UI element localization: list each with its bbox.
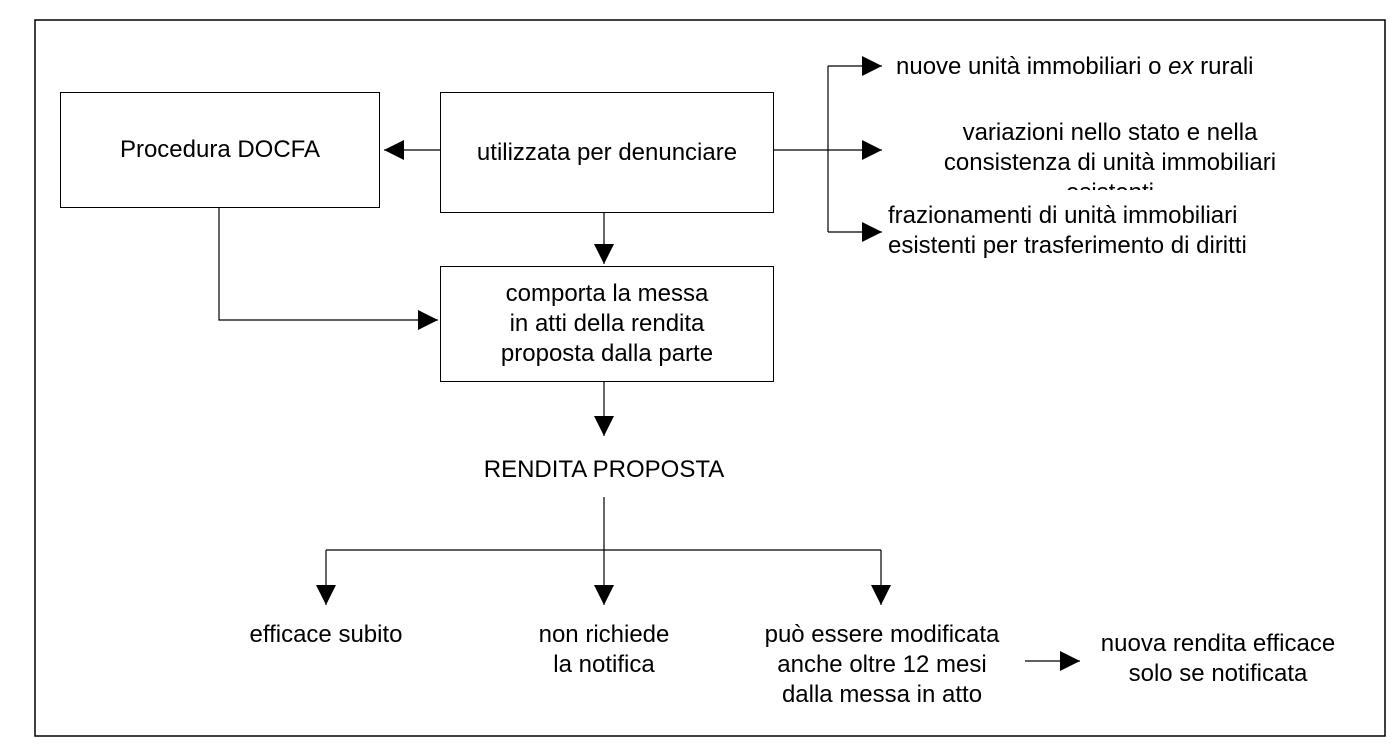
modificata-line-2: anche oltre 12 mesi xyxy=(777,651,987,678)
nuove-text-italic: ex xyxy=(1168,53,1194,80)
modificata-line-3: dalla messa in atto xyxy=(781,681,983,708)
procedura-docfa-box: Procedura DOCFA xyxy=(60,92,380,208)
comporta-line-1: comporta la messa xyxy=(505,280,709,307)
non-richiede-line-1: non richiede xyxy=(538,621,670,648)
non-richiede-line-2: la notifica xyxy=(553,651,655,678)
nuove-label: nuove unità immobiliari o ex rurali xyxy=(896,52,1254,82)
nuove-text-before: nuove unità immobiliari o xyxy=(896,53,1169,80)
non-richiede-label: non richiede la notifica xyxy=(479,620,729,680)
efficace-subito-text: efficace subito xyxy=(249,621,403,648)
procedura-docfa-text: Procedura DOCFA xyxy=(119,136,321,163)
utilizzata-text: utilizzata per denunciare xyxy=(476,138,738,166)
nuova-rendita-label: nuova rendita efficace solo se notificat… xyxy=(1068,629,1368,689)
efficace-subito-label: efficace subito xyxy=(176,620,476,650)
nuova-rendita-line-2: solo se notificata xyxy=(1128,660,1308,687)
rendita-proposta-label: RENDITA PROPOSTA xyxy=(404,455,804,485)
comporta-line-3: proposta dalla parte xyxy=(500,340,714,367)
variazioni-line-1: variazioni nello stato e nella xyxy=(962,119,1258,146)
rendita-proposta-text: RENDITA PROPOSTA xyxy=(483,456,725,483)
modificata-line-1: può essere modificata xyxy=(764,621,1000,648)
frazionamenti-line-2: esistenti per trasferimento di diritti xyxy=(888,232,1247,259)
frazionamenti-line-1: frazionamenti di unità immobiliari xyxy=(888,202,1238,229)
variazioni-label: variazioni nello stato e nella consisten… xyxy=(885,118,1335,190)
comporta-line-2: in atti della rendita xyxy=(509,310,705,337)
comporta-box: comporta la messa in atti della rendita … xyxy=(440,266,774,382)
outer-frame xyxy=(34,19,1386,737)
frazionamenti-label: frazionamenti di unità immobiliari esist… xyxy=(888,201,1247,261)
nuova-rendita-line-1: nuova rendita efficace xyxy=(1100,630,1336,657)
nuove-text-after: rurali xyxy=(1193,53,1254,80)
utilizzata-box: utilizzata per denunciare xyxy=(440,92,774,213)
variazioni-line-2: consistenza di unità immobiliari xyxy=(943,149,1277,176)
variazioni-line-3: esistenti xyxy=(885,178,1335,190)
modificata-label: può essere modificata anche oltre 12 mes… xyxy=(726,620,1038,710)
arrow-procedura-to-comporta xyxy=(218,208,438,330)
